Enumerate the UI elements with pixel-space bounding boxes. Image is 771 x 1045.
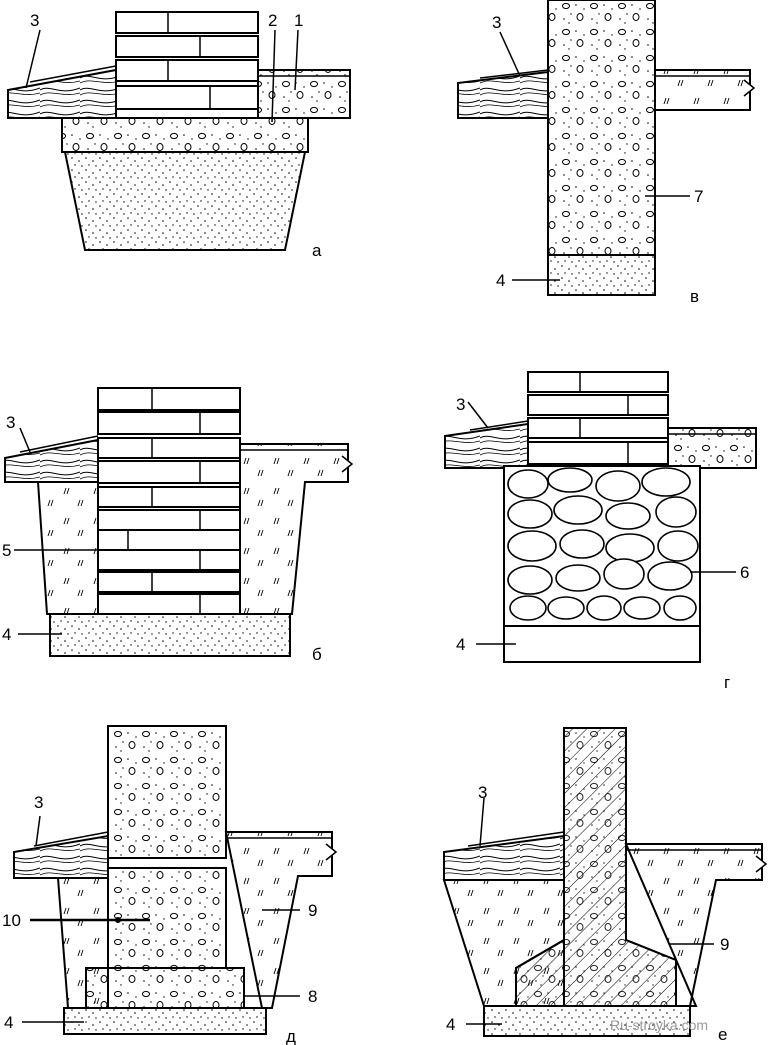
brick-column xyxy=(115,11,259,110)
concrete-upper-block xyxy=(107,725,227,859)
panel-letter-e: е xyxy=(718,1025,727,1044)
callout-b-5: 5 xyxy=(2,541,11,560)
sand-base xyxy=(63,1007,267,1035)
panel-letter-g: г xyxy=(724,673,730,692)
topsoil xyxy=(443,834,565,881)
callout-g-3: 3 xyxy=(456,395,465,414)
sand-base xyxy=(483,1005,691,1037)
callout-a-3: 3 xyxy=(30,11,39,30)
callout-d-9: 9 xyxy=(308,901,317,920)
callout-b-3: 3 xyxy=(6,413,15,432)
sand-footing xyxy=(63,151,307,251)
callout-e-9: 9 xyxy=(720,935,729,954)
panel-g: 3 6 4 г xyxy=(444,371,757,692)
sand-base xyxy=(547,254,656,296)
brick-wall xyxy=(97,387,241,615)
topsoil xyxy=(444,422,529,469)
callout-v-4: 4 xyxy=(496,271,505,290)
callout-a-2: 2 xyxy=(268,11,277,30)
topsoil xyxy=(457,70,549,119)
sand-base xyxy=(503,625,701,663)
concrete-pillar xyxy=(547,0,656,256)
panel-letter-d: д xyxy=(286,1027,296,1045)
callout-a-1: 1 xyxy=(294,11,303,30)
sand-base xyxy=(49,613,291,657)
watermark: Ru-stroyka.com xyxy=(610,1017,708,1033)
callout-g-6: 6 xyxy=(740,563,749,582)
concrete-lower-block xyxy=(107,867,227,969)
panel-letter-a: а xyxy=(312,241,322,260)
topsoil xyxy=(13,834,109,879)
panel-d: 3 10 9 8 4 д xyxy=(2,725,338,1045)
panel-letter-b: б xyxy=(312,645,322,664)
callout-d-3: 3 xyxy=(34,793,43,812)
callout-d-8: 8 xyxy=(308,987,317,1006)
brick-column xyxy=(527,371,669,465)
panel-b: 3 5 4 б xyxy=(2,387,354,664)
callout-e-3: 3 xyxy=(478,783,487,802)
concrete-pad xyxy=(61,117,309,153)
callout-b-4: 4 xyxy=(2,625,11,644)
callout-d-4: 4 xyxy=(4,1013,13,1032)
callout-d-10: 10 xyxy=(2,911,21,930)
concrete-slab xyxy=(85,967,245,1009)
callout-v-3: 3 xyxy=(492,13,501,32)
panel-v: 3 7 4 в xyxy=(457,0,756,306)
panel-letter-v: в xyxy=(690,287,699,306)
callout-g-4: 4 xyxy=(456,635,465,654)
callout-v-7: 7 xyxy=(694,187,703,206)
panel-e: 3 9 4 е Ru-stroyka.com xyxy=(442,727,768,1044)
topsoil xyxy=(7,68,117,119)
callout-e-4: 4 xyxy=(446,1015,455,1034)
panel-a: 3 2 1 а xyxy=(7,11,351,260)
rubble-stones xyxy=(507,467,699,621)
